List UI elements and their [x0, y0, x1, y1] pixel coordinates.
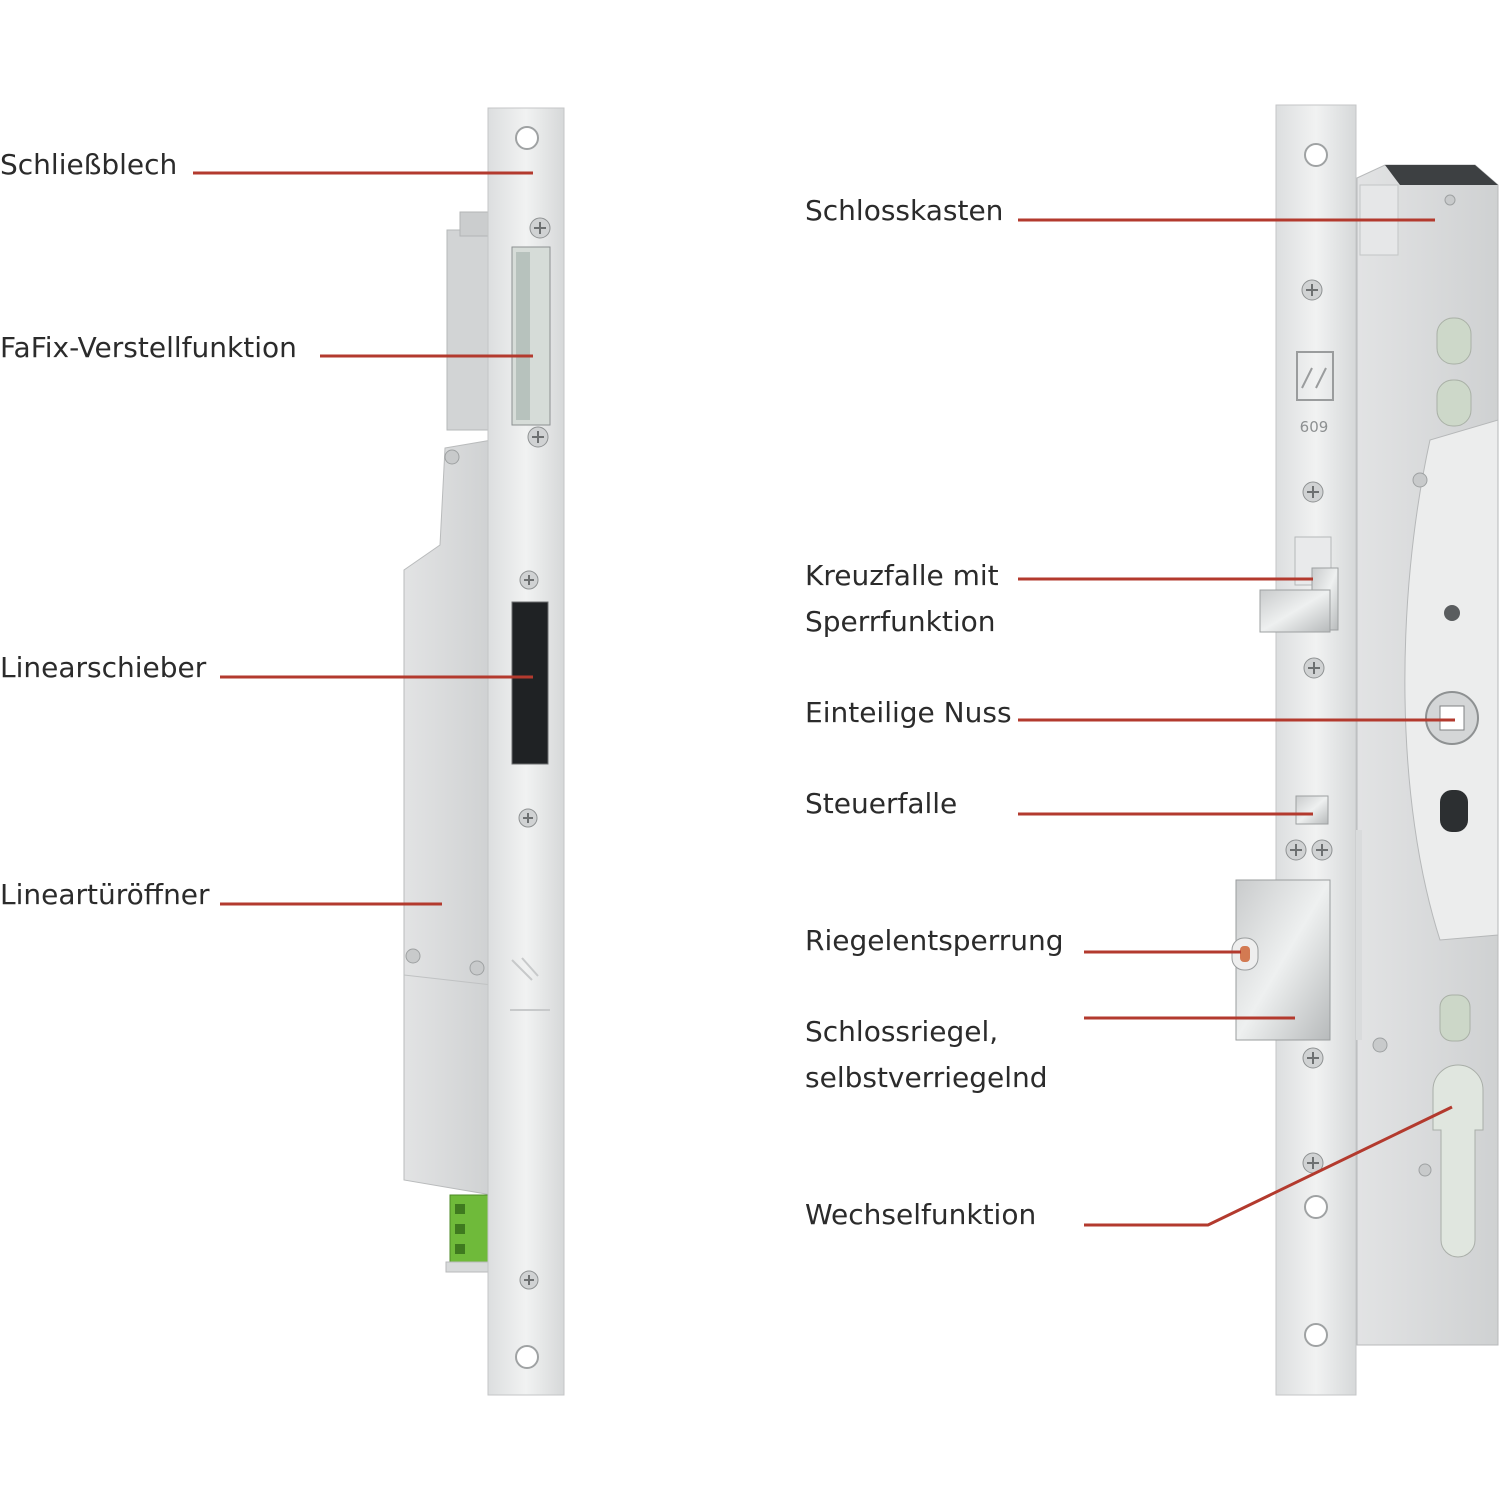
mortise-lock-assembly: 609 [1231, 104, 1499, 1396]
one-piece-follower [1425, 691, 1479, 745]
linear-door-opener-housing [403, 439, 493, 1196]
deadbolt [1231, 830, 1362, 1041]
label-linearschieber: Linearschieber [0, 651, 207, 684]
control-latch [1295, 795, 1329, 825]
label-lineartueroeffner: Lineartüröffner [0, 878, 210, 911]
faceplate-logo [1296, 351, 1334, 401]
label-riegelentsperrung: Riegelentsperrung [805, 924, 1064, 957]
label-kreuzfalle-line-2: Sperrfunktion [805, 605, 996, 638]
fafix-bracket [446, 229, 496, 431]
cylinder-hole [1432, 1064, 1484, 1258]
label-schlossriegel-line-1: Schlossriegel, [805, 1015, 999, 1048]
label-wechselfunktion: Wechselfunktion [805, 1198, 1037, 1231]
leader-lines [193, 171, 1455, 1227]
label-steuerfalle: Steuerfalle [805, 787, 958, 820]
label-kreuzfalle-line-1: Kreuzfalle mit [805, 559, 999, 592]
label-fafix-verstellfunktion: FaFix-Verstellfunktion [0, 331, 297, 364]
label-einteilige-nuss: Einteilige Nuss [805, 696, 1012, 729]
cross-latch [1259, 536, 1339, 633]
label-schlossriegel-line-2: selbstverriegelnd [805, 1061, 1048, 1094]
faceplate-number: 609 [1300, 418, 1329, 436]
label-schliessblech: Schließblech [0, 148, 178, 181]
label-kreuzfalle: Kreuzfalle mit Sperrfunktion [805, 553, 999, 645]
lock-faceplate [1275, 104, 1357, 1396]
label-schlosskasten: Schlosskasten [805, 194, 1004, 227]
linear-slider-opening [511, 601, 549, 765]
leader-line-wechselfunktion [1084, 1105, 1453, 1227]
strike-plate-assembly [403, 107, 565, 1396]
label-schlossriegel: Schlossriegel, selbstverriegelnd [805, 1009, 1048, 1101]
